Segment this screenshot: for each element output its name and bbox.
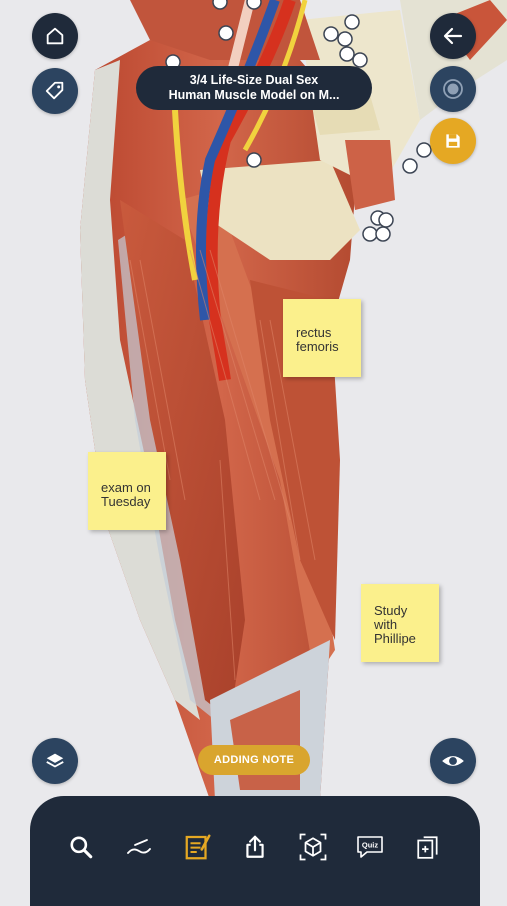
search-tool[interactable] (63, 829, 99, 865)
sticky-note-text: rectus femoris (296, 325, 339, 354)
3d-view-tool[interactable] (295, 829, 331, 865)
sticky-note-rectus-femoris[interactable]: rectus femoris (283, 299, 361, 377)
layers-button[interactable] (32, 738, 78, 784)
back-button[interactable] (430, 13, 476, 59)
home-button[interactable] (32, 13, 78, 59)
quiz-label: Quiz (362, 841, 378, 850)
notes-tool[interactable] (180, 829, 216, 865)
arrow-left-icon (443, 27, 463, 45)
squiggle-pen-icon (127, 839, 151, 854)
model-title-line1: 3/4 Life-Size Dual Sex (189, 73, 319, 87)
sticky-note-exam[interactable]: exam on Tuesday (88, 452, 166, 530)
add-page-icon (417, 836, 438, 859)
sticky-note-text: Study with Phillipe (374, 603, 416, 646)
annotation-pins (165, 0, 432, 242)
quiz-tool[interactable]: Quiz (352, 829, 388, 865)
model-title-line2: Human Muscle Model on M... (168, 88, 340, 102)
record-button[interactable] (430, 66, 476, 112)
share-tool[interactable] (237, 829, 273, 865)
add-page-tool[interactable] (410, 829, 446, 865)
note-pencil-icon (185, 834, 211, 860)
sticky-note-text: exam on Tuesday (101, 480, 151, 509)
layers-icon (46, 753, 64, 768)
bottom-toolbar: Quiz (30, 796, 480, 906)
draw-tool[interactable] (121, 829, 157, 865)
visibility-button[interactable] (430, 738, 476, 784)
adding-note-status: ADDING NOTE (198, 745, 310, 775)
home-icon (46, 27, 64, 45)
save-button[interactable] (430, 118, 476, 164)
sticky-note-study[interactable]: Study with Phillipe (361, 584, 439, 662)
floppy-disk-icon (446, 134, 460, 148)
search-icon (70, 836, 93, 859)
cube-icon (299, 833, 327, 861)
tag-icon (45, 81, 64, 100)
share-icon (246, 835, 264, 858)
record-icon (443, 79, 463, 99)
eye-icon (442, 756, 464, 766)
tag-button[interactable] (32, 68, 78, 114)
quiz-icon: Quiz (357, 836, 383, 858)
model-title[interactable]: 3/4 Life-Size Dual Sex Human Muscle Mode… (136, 66, 372, 110)
